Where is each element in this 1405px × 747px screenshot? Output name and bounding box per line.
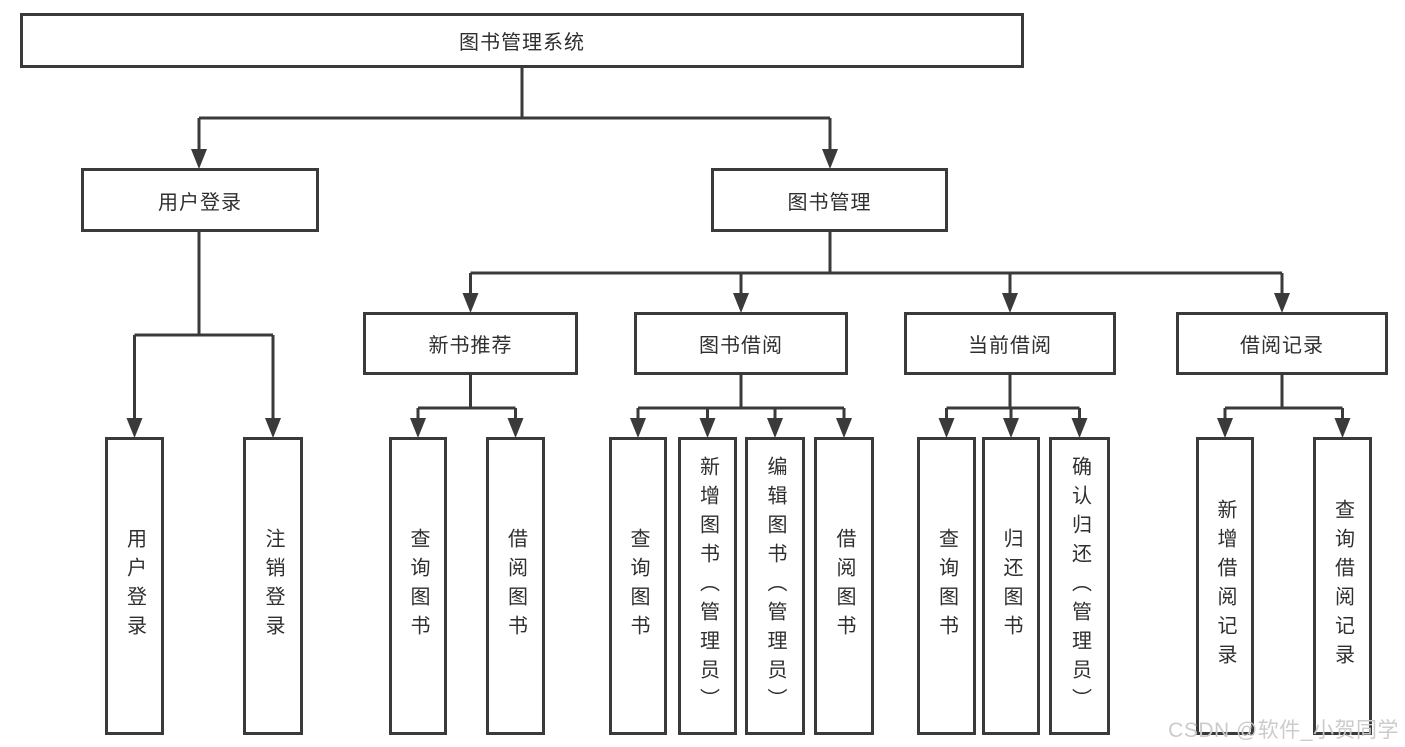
leaf-add-borrow-record: 新增借阅记录 [1196,437,1254,735]
leaf-user-login: 用户登录 [105,437,164,735]
arrow-into-leaf-br-add [1217,418,1233,438]
arrow-into-leaf-nb-borrow [507,418,524,438]
arrow-into-user-login [191,149,207,169]
node-current-borrow: 当前借阅 [904,312,1116,375]
connector-user-login-to-leaves [133,232,275,419]
arrow-into-leaf-bb-edit [767,418,783,438]
arrow-into-leaf-nb-query [410,418,426,438]
connector-book-management-to-level3 [469,232,1284,294]
arrow-into-new-book-recommend [462,293,479,313]
arrow-into-borrow-records [1274,293,1290,313]
connector-current-borrow-to-leaves [945,375,1081,419]
leaf-query-books-borrow: 查询图书 [609,437,667,735]
arrow-into-leaf-br-query [1334,418,1351,438]
leaf-logout: 注销登录 [243,437,303,735]
arrow-into-leaf-bb-add [699,418,716,438]
arrow-into-current-borrow [1002,293,1018,313]
leaf-query-books-recommend: 查询图书 [389,437,447,735]
connector-paths [133,68,1344,419]
node-borrow-records: 借阅记录 [1176,312,1388,375]
leaf-add-books-admin: 新增图书（管理员） [678,437,737,735]
arrow-into-leaf-bb-query [630,418,646,438]
watermark: CSDN @软件_小贺同学 [1168,719,1399,742]
leaf-query-books-current: 查询图书 [917,437,976,735]
node-book-borrow: 图书借阅 [634,312,848,375]
leaf-edit-books-admin: 编辑图书（管理员） [745,437,805,735]
node-book-management: 图书管理 [711,168,948,232]
arrow-into-leaf-cb-confirm [1071,418,1088,438]
arrow-into-leaf-bb-borrow [836,418,852,438]
arrow-into-leaf-cb-return [1003,418,1019,438]
arrow-into-book-borrow [733,293,749,313]
arrow-into-book-management [822,149,838,169]
node-root-system: 图书管理系统 [20,13,1024,68]
arrow-into-leaf-cb-query [938,418,955,438]
node-user-login: 用户登录 [81,168,319,232]
connector-borrow-records-to-leaves [1223,375,1344,419]
node-new-book-recommend: 新书推荐 [363,312,578,375]
connector-new-book-to-leaves [416,375,517,419]
leaf-return-books: 归还图书 [982,437,1040,735]
leaf-borrow-books-recommend: 借阅图书 [486,437,545,735]
leaf-query-borrow-record: 查询借阅记录 [1313,437,1372,735]
arrowheads [126,149,1351,438]
leaf-confirm-return-admin: 确认归还（管理员） [1049,437,1110,735]
leaf-borrow-books: 借阅图书 [814,437,874,735]
connector-root-to-level2 [197,68,832,150]
arrow-into-leaf-user-login [126,418,143,438]
connector-book-borrow-to-leaves [636,375,846,419]
arrow-into-leaf-logout [265,418,281,438]
